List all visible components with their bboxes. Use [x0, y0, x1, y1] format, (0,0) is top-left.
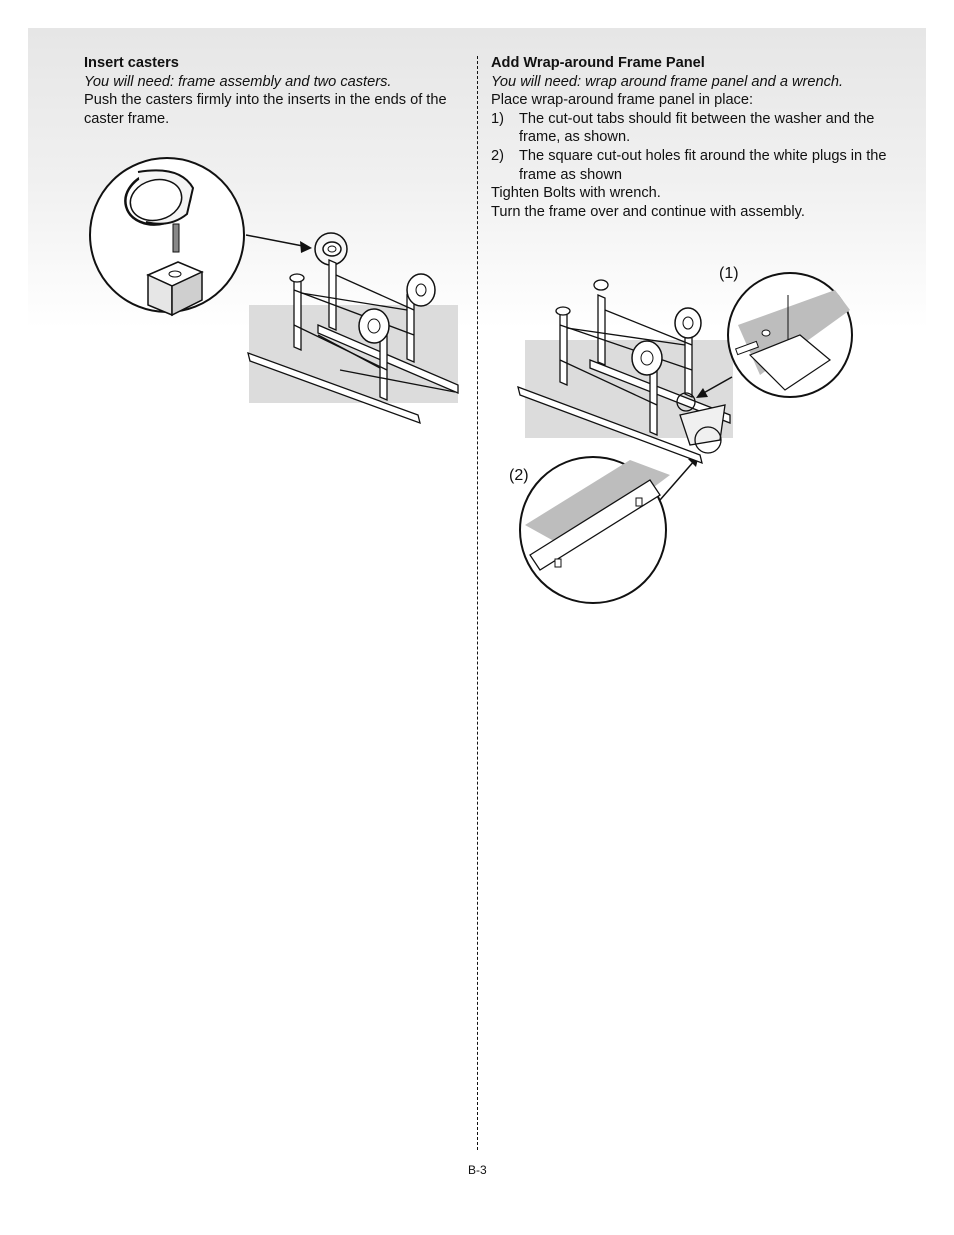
step-item: 2) The square cut-out holes fit around t… [491, 147, 891, 184]
wrap-around-panel-illustration [517, 272, 853, 604]
callout-label-2: (2) [509, 467, 529, 484]
needed-items: You will need: wrap around frame panel a… [491, 73, 844, 90]
step-number: 2) [491, 147, 504, 164]
step-text: The square cut-out holes fit around the … [519, 147, 887, 183]
step-text: The cut-out tabs should fit between the … [519, 110, 875, 146]
insert-casters-section: Insert casters You will need: frame asse… [84, 54, 459, 128]
page-number: B-3 [468, 1163, 487, 1177]
step-number: 1) [491, 110, 504, 127]
turn-instruction: Turn the frame over and continue with as… [491, 203, 805, 220]
section-heading: Insert casters [84, 55, 179, 71]
instruction-text: Push the casters firmly into the inserts… [84, 92, 447, 127]
callout-label-1: (1) [719, 265, 739, 282]
tighten-instruction: Tighten Bolts with wrench. [491, 185, 661, 202]
needed-items: You will need: frame assembly and two ca… [84, 73, 392, 90]
wrap-around-panel-section: Add Wrap-around Frame Panel You will nee… [491, 54, 891, 221]
section-heading: Add Wrap-around Frame Panel [491, 55, 705, 71]
column-divider [477, 56, 478, 1150]
caster-insert-illustration [89, 157, 459, 425]
step-item: 1) The cut-out tabs should fit between t… [491, 110, 891, 147]
instruction-intro: Place wrap-around frame panel in place: [491, 92, 754, 109]
